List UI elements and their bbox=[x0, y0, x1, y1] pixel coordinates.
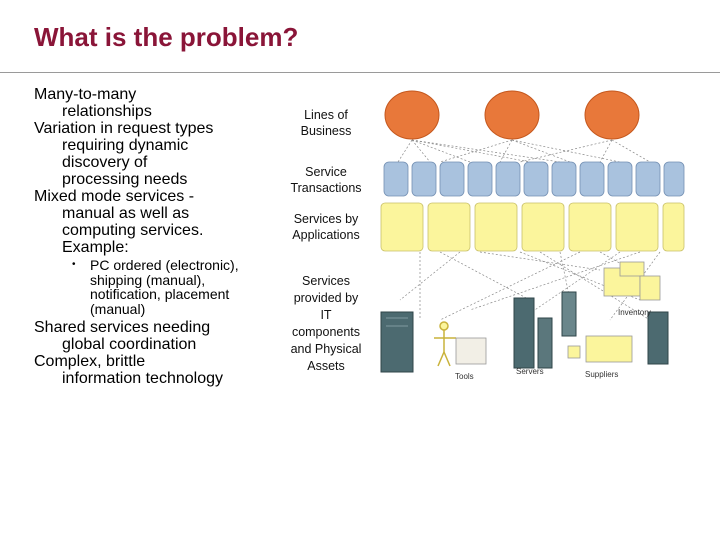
label-inventory: Inventory bbox=[618, 308, 651, 317]
transaction-block bbox=[552, 162, 576, 196]
transaction-block bbox=[636, 162, 660, 196]
label-suppliers: Suppliers bbox=[585, 370, 618, 379]
transaction-block bbox=[580, 162, 604, 196]
label-tools: Tools bbox=[455, 372, 474, 381]
business-circle bbox=[585, 91, 639, 139]
application-box bbox=[616, 203, 658, 251]
business-circles bbox=[385, 91, 639, 139]
transaction-block bbox=[608, 162, 632, 196]
transaction-block bbox=[496, 162, 520, 196]
business-circle bbox=[385, 91, 439, 139]
transaction-block bbox=[468, 162, 492, 196]
transaction-block bbox=[664, 162, 684, 196]
application-box bbox=[663, 203, 684, 251]
label-servers: Servers bbox=[516, 367, 544, 376]
it-assets bbox=[381, 262, 668, 372]
label-lines-of-business: Lines of Business bbox=[276, 107, 376, 139]
application-box bbox=[475, 203, 517, 251]
label-services-by-applications: Services by Applications bbox=[276, 211, 376, 243]
transaction-cylinders bbox=[384, 162, 684, 196]
application-box bbox=[428, 203, 470, 251]
application-box bbox=[569, 203, 611, 251]
server-unit bbox=[538, 318, 552, 368]
transaction-block bbox=[440, 162, 464, 196]
server-rack bbox=[648, 312, 668, 364]
business-circle bbox=[485, 91, 539, 139]
server-rack bbox=[381, 312, 413, 372]
application-boxes bbox=[381, 203, 684, 251]
application-box bbox=[381, 203, 423, 251]
server-unit bbox=[514, 298, 534, 368]
transaction-block bbox=[524, 162, 548, 196]
server-unit bbox=[562, 292, 576, 336]
transaction-block bbox=[384, 162, 408, 196]
application-box bbox=[522, 203, 564, 251]
inventory-boxes bbox=[604, 262, 660, 300]
label-it-components: Services provided by IT components and P… bbox=[276, 273, 376, 375]
label-service-transactions: Service Transactions bbox=[276, 164, 376, 196]
tools-figure bbox=[434, 322, 486, 366]
transaction-block bbox=[412, 162, 436, 196]
supplier-building bbox=[568, 336, 632, 362]
